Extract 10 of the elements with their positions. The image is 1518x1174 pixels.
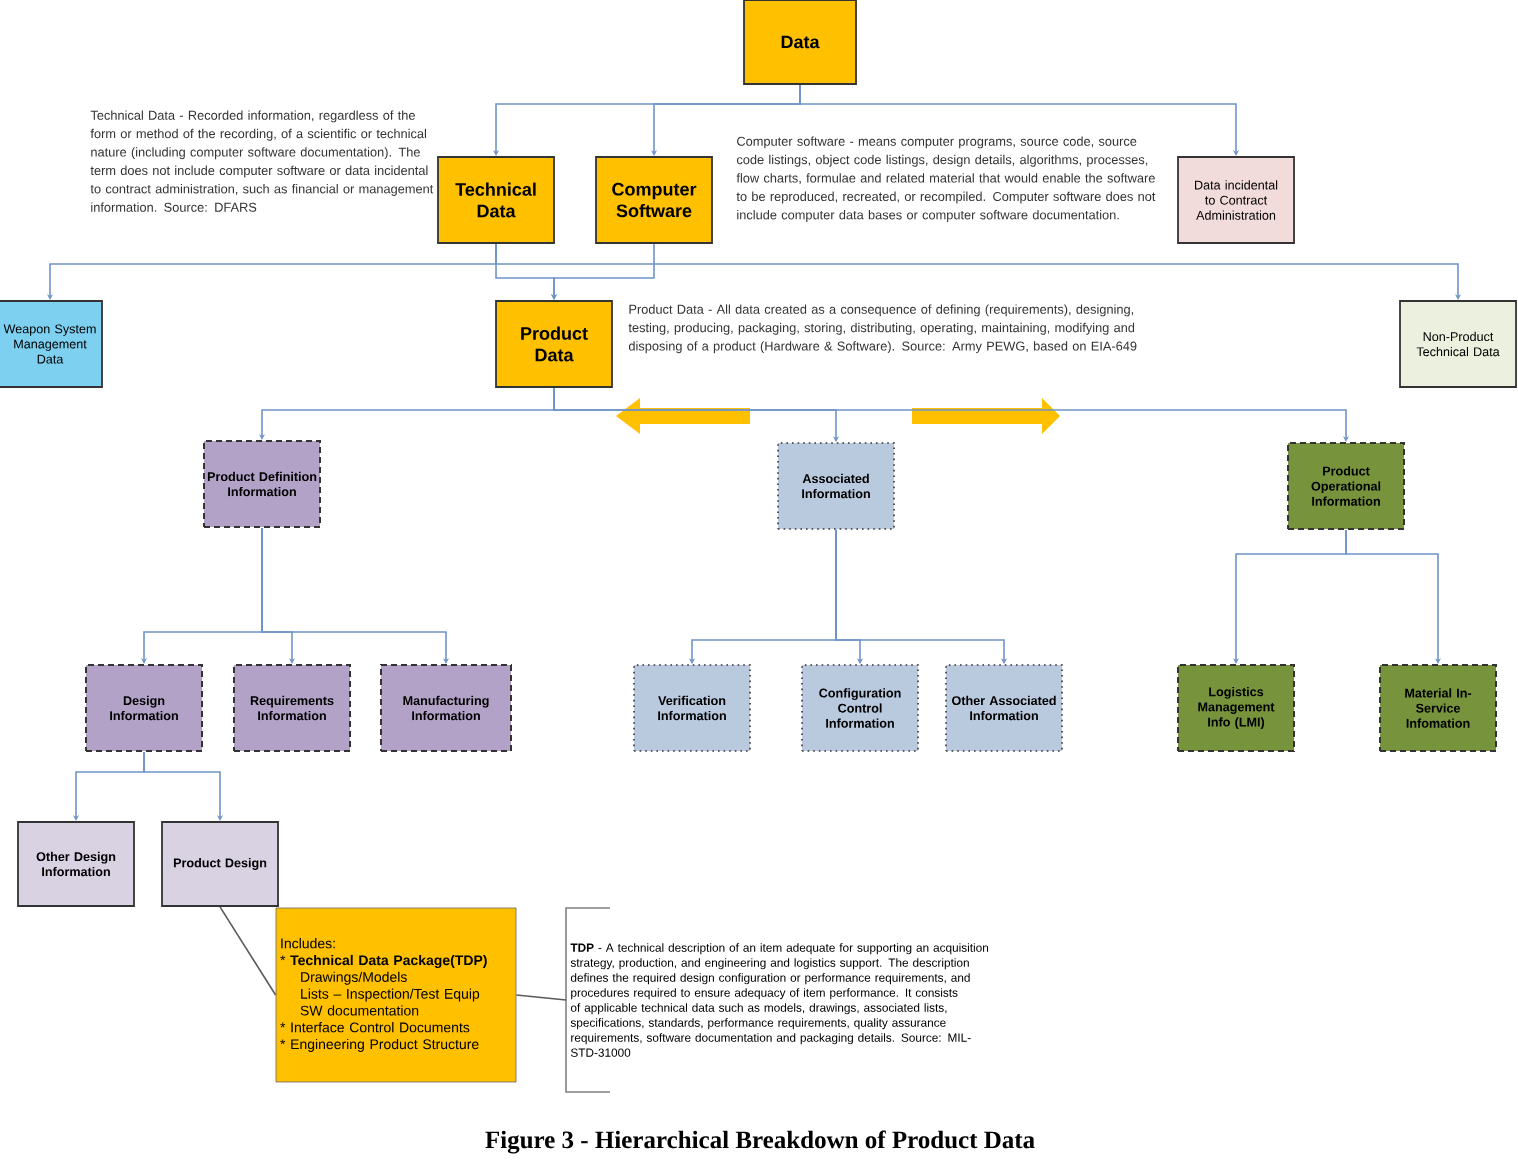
- connector: [261, 527, 450, 664]
- figure-caption: Figure 3 - Hierarchical Breakdown of Product Data: [485, 1130, 1035, 1154]
- connector: [515, 994, 567, 1001]
- category-box: Computer Software: [595, 156, 713, 244]
- connector: [553, 387, 1350, 442]
- category-box: Technical Data: [437, 156, 555, 244]
- category-box: Data: [743, 0, 857, 85]
- connector: [1345, 529, 1442, 664]
- category-box: Product Data: [495, 300, 613, 388]
- connector: [219, 906, 277, 996]
